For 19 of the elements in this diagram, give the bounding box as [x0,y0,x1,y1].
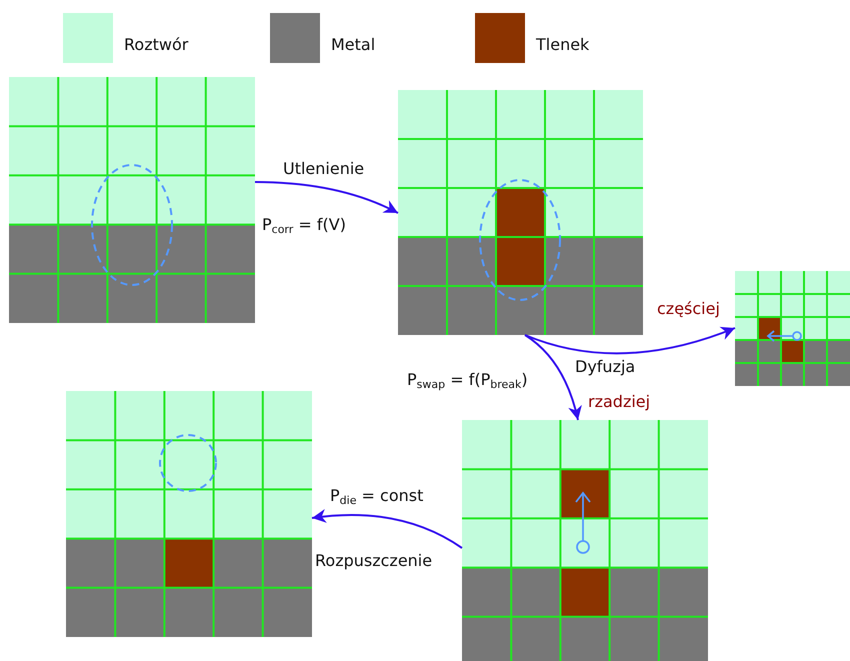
edge-label: Rozpuszczenie [315,551,432,570]
grid-drawing [9,77,255,323]
arrow [524,334,582,420]
legend-label: Tlenek [536,35,590,54]
edge-label: rzadziej [588,392,650,412]
grid-drawing [398,90,643,335]
formula-label: Dyfuzja [575,357,636,376]
formula-label: P$_{die}$ = const [330,486,424,506]
grid-drawing [462,420,708,661]
arrow [254,181,398,214]
legend-label: Roztwór [124,35,188,54]
arrow [524,326,736,354]
edge-label: częściej [657,299,720,318]
grid-drawing [66,391,312,637]
arrow [312,509,463,549]
formula-label: P$_{swap}$ = f(P$_{break}$) [407,370,528,390]
legend-label: Metal [331,35,376,54]
grid-drawing [735,271,850,386]
formula-label: P$_{corr}$ = f(V) [262,215,346,234]
